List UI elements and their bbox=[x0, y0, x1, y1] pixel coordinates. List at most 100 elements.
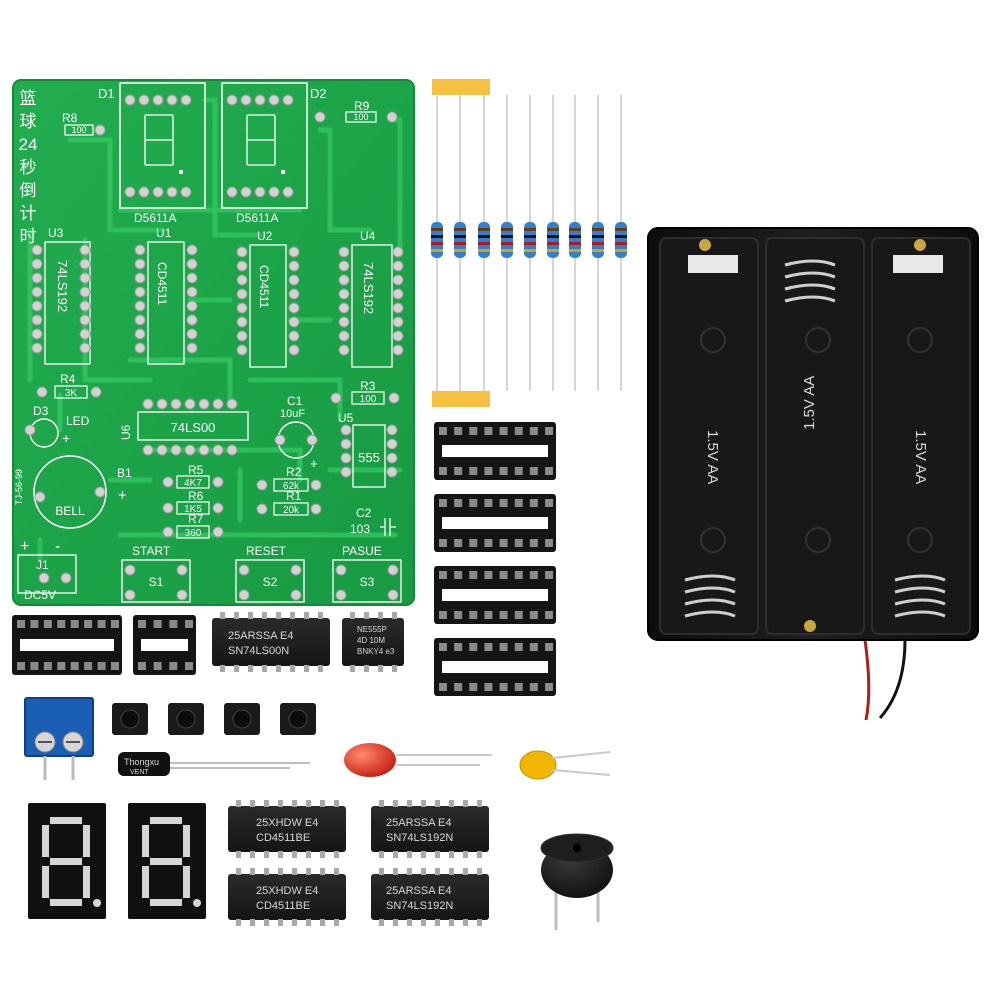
solder-pad bbox=[156, 398, 168, 410]
socket-pin bbox=[484, 427, 493, 435]
dip-pin bbox=[379, 800, 384, 807]
dip-pin bbox=[393, 868, 398, 875]
pcb-buzzer-b1: B1 BELL + bbox=[33, 455, 132, 529]
socket-pin bbox=[529, 683, 538, 691]
solder-pad bbox=[338, 302, 350, 314]
resistor-band bbox=[431, 249, 443, 252]
solder-pad bbox=[386, 452, 398, 464]
solder-pad bbox=[134, 328, 146, 340]
socket-pin bbox=[529, 499, 538, 507]
socket-window bbox=[20, 639, 114, 651]
solder-pad bbox=[152, 186, 164, 198]
tactile-cap bbox=[232, 709, 252, 729]
solder-pad bbox=[288, 246, 300, 258]
solder-pad bbox=[31, 258, 43, 270]
tactile-cap bbox=[176, 709, 196, 729]
led-label: LED bbox=[66, 414, 90, 428]
solder-pad bbox=[186, 342, 198, 354]
socket-pin bbox=[17, 620, 25, 628]
resistor-band bbox=[615, 235, 627, 238]
solder-pad bbox=[124, 94, 136, 106]
socket-pin bbox=[169, 620, 178, 628]
socket-pin bbox=[469, 571, 478, 579]
socket-pin bbox=[454, 499, 463, 507]
resistor-band bbox=[615, 242, 627, 245]
ne555-line2: 4D 10M bbox=[357, 636, 385, 645]
dip-pin bbox=[306, 868, 311, 875]
solder-pad bbox=[282, 94, 294, 106]
dip-pin bbox=[435, 919, 440, 926]
socket-pin bbox=[514, 467, 523, 475]
dip-pin bbox=[276, 612, 281, 619]
socket-pin bbox=[454, 539, 463, 547]
dip-pin bbox=[379, 851, 384, 858]
solder-pad bbox=[124, 564, 136, 576]
pcb-solder-pads bbox=[24, 94, 404, 601]
solder-pad bbox=[166, 186, 178, 198]
solder-pad bbox=[314, 111, 326, 123]
solder-pad bbox=[386, 466, 398, 478]
solder-pad bbox=[31, 328, 43, 340]
segment bbox=[142, 825, 149, 857]
solder-pad bbox=[335, 589, 347, 601]
dip-pin bbox=[334, 851, 339, 858]
dip-pin bbox=[236, 868, 241, 875]
socket-pin bbox=[439, 467, 447, 475]
chip-ne555: NE555P 4D 10M BNKY4 e3 bbox=[342, 618, 404, 666]
dip-pin bbox=[364, 612, 369, 619]
r4-ref: R4 bbox=[60, 372, 76, 386]
dip-pin bbox=[248, 612, 253, 619]
socket-pin bbox=[30, 662, 39, 670]
dip-pin bbox=[234, 665, 239, 672]
ls00-line1: 25ARSSA E4 bbox=[228, 630, 293, 642]
solder-pad bbox=[31, 244, 43, 256]
pcb-ic-u6: U6 74LS00 bbox=[119, 411, 249, 441]
socket-pin bbox=[499, 499, 508, 507]
socket-pin bbox=[185, 662, 193, 670]
solder-pad bbox=[60, 572, 72, 584]
solder-pad bbox=[162, 476, 174, 488]
d2-ref: D2 bbox=[310, 86, 327, 101]
resistor-tape bbox=[431, 79, 627, 407]
dip-pin bbox=[463, 868, 468, 875]
seven-segment-displays bbox=[28, 803, 206, 919]
solder-pad bbox=[90, 386, 102, 398]
r3-value: 100 bbox=[360, 394, 377, 405]
dip-pin bbox=[304, 612, 309, 619]
solder-pad bbox=[134, 342, 146, 354]
dip-pin bbox=[250, 919, 255, 926]
pcb-ic-u3: U3 74LS192 bbox=[44, 226, 91, 365]
socket-pin bbox=[169, 662, 178, 670]
solder-pad bbox=[142, 398, 154, 410]
dip-pin bbox=[220, 665, 225, 672]
solder-pad bbox=[79, 244, 91, 256]
solder-pad bbox=[38, 572, 50, 584]
solder-pad bbox=[184, 398, 196, 410]
red-led bbox=[344, 743, 492, 777]
solder-pad bbox=[212, 398, 224, 410]
resistor-band bbox=[547, 235, 559, 238]
b1-ref: B1 bbox=[117, 466, 132, 480]
pcb-switch-s2: RESET S2 bbox=[235, 544, 305, 603]
socket-pin bbox=[70, 620, 79, 628]
pcb-title-char: 计 bbox=[20, 204, 37, 223]
bell-label: BELL bbox=[55, 504, 85, 518]
socket-pin bbox=[454, 683, 463, 691]
socket-pin bbox=[138, 662, 146, 670]
segment bbox=[50, 899, 82, 906]
socket-pin bbox=[439, 611, 447, 619]
dip-pin bbox=[334, 919, 339, 926]
dip-pin bbox=[290, 665, 295, 672]
resistor-band bbox=[592, 249, 604, 252]
solder-pad bbox=[180, 94, 192, 106]
solder-pad bbox=[31, 314, 43, 326]
socket-pin bbox=[499, 643, 508, 651]
solder-pad bbox=[388, 392, 400, 404]
ls192a-line1: 25ARSSA E4 bbox=[386, 817, 451, 829]
board-code: TJ-56-99 bbox=[14, 469, 24, 505]
solder-pad bbox=[79, 286, 91, 298]
solder-pad bbox=[134, 286, 146, 298]
dip-pin bbox=[477, 868, 482, 875]
resistor-body bbox=[592, 222, 604, 258]
